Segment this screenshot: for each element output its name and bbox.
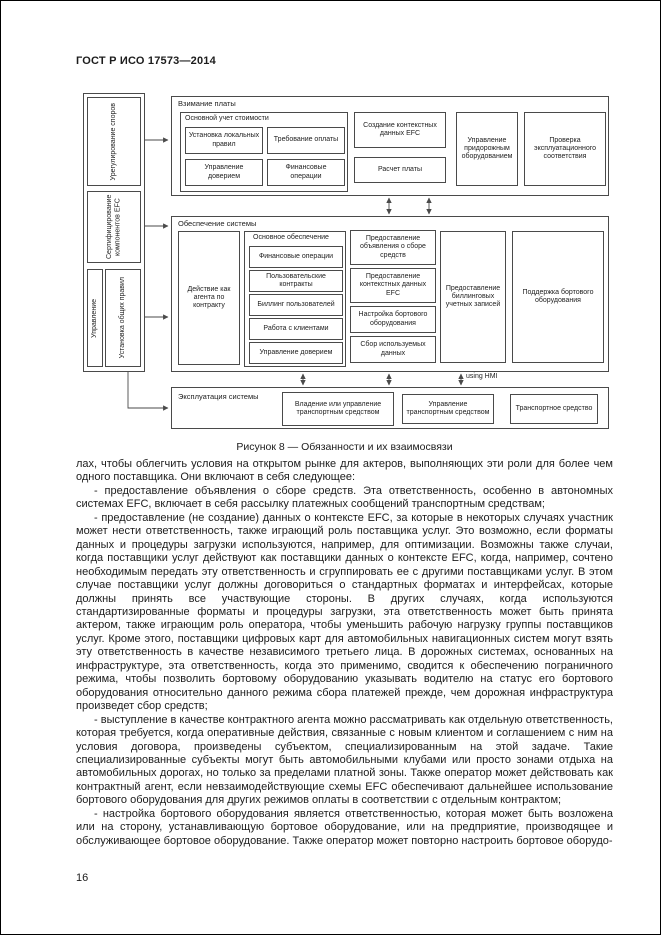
body-text: лах, чтобы облегчить условия на открытом… [76,458,613,848]
box-core-provision-label: Основное обеспечение [253,234,329,241]
box-fee-calculation: Расчет платы [354,157,446,183]
box-local-rules: Установка локальных правил [185,127,263,154]
section-management: Урегулирование споров Сертифицирование к… [83,93,145,372]
body-paragraph: - предоставление объявления о сборе сред… [76,484,613,511]
label-management: Управление [87,269,103,367]
box-core-accounting-label: Основной учет стоимости [185,115,269,122]
box-usage-data-collection: Сбор используемых данных [350,336,436,363]
box-charge-announcement: Предоставление объявления о сборе средст… [350,230,436,265]
box-efc-certification: Сертифицирование компонентов EFC [87,191,141,263]
box-efc-context-creation: Создание контекстных данных EFC [354,112,446,148]
section-toll-charging: Взимание платы Основной учет стоимости У… [171,96,609,196]
box-dispute-resolution: Урегулирование споров [87,97,141,186]
box-vehicle-driving: Управление транспортным средством [402,394,494,424]
body-paragraph: - предоставление (не создание) данных о … [76,511,613,713]
body-paragraph: - выступление в качестве контрактного аг… [76,713,613,807]
figure-caption: Рисунок 8 — Обязанности и их взаимосвязи [236,441,453,453]
box-roadside-equipment: Управление придорожным оборудованием [456,112,518,186]
box-obe-support: Поддержка бортового оборудования [512,231,604,363]
section-service-provision-label: Обеспечение системы [178,219,257,228]
box-billing-accounts: Предоставление биллинговых учетных запис… [440,231,506,363]
box-obe-setup: Настройка бортового оборудования [350,306,436,333]
document-header: ГОСТ Р ИСО 17573—2014 [76,55,216,67]
box-contract-agent: Действие как агента по контракту [178,231,240,365]
box-user-billing: Биллинг пользователей [249,294,343,316]
box-vehicle: Транспортное средство [510,394,598,424]
body-paragraph: лах, чтобы облегчить условия на открытом… [76,458,613,484]
using-hmi-label: using HMI [466,373,498,380]
body-paragraph: - настройка бортового оборудования являе… [76,807,613,847]
box-vehicle-ownership: Владение или управление транспортным сре… [282,392,394,426]
page-number: 16 [76,872,89,884]
box-dispute-resolution-label: Урегулирование споров [109,102,117,181]
section-service-provision: Обеспечение системы Действие как агента … [171,216,609,372]
box-core-accounting: Основной учет стоимости Установка локаль… [180,112,348,192]
box-compliance-check: Проверка эксплуатационного соответствия [524,112,606,186]
section-toll-charging-label: Взимание платы [178,99,236,108]
box-payment-demand: Требование оплаты [267,127,345,154]
label-management-text: Управление [90,298,98,338]
box-financial-operations: Финансовые операции [267,159,345,186]
box-context-data-provision: Предоставление контекстных данных EFC [350,268,436,303]
figure-responsibilities-diagram: Урегулирование споров Сертифицирование к… [76,89,613,433]
box-sp-trust-management: Управление доверием [249,342,343,364]
box-common-rules-label: Установка общих правил [118,277,126,359]
box-user-contracts: Пользовательские контракты [249,270,343,292]
box-sp-financial-operations: Финансовые операции [249,246,343,268]
box-trust-management: Управление доверием [185,159,263,186]
box-core-provision: Основное обеспечение Финансовые операции… [244,231,346,367]
section-service-usage: Эксплуатация системы Владение или управл… [171,387,609,429]
box-common-rules: Установка общих правил [105,269,141,367]
section-service-usage-label: Эксплуатация системы [178,392,259,401]
box-customer-service: Работа с клиентами [249,318,343,340]
box-efc-certification-label: Сертифицирование компонентов EFC [105,194,121,260]
